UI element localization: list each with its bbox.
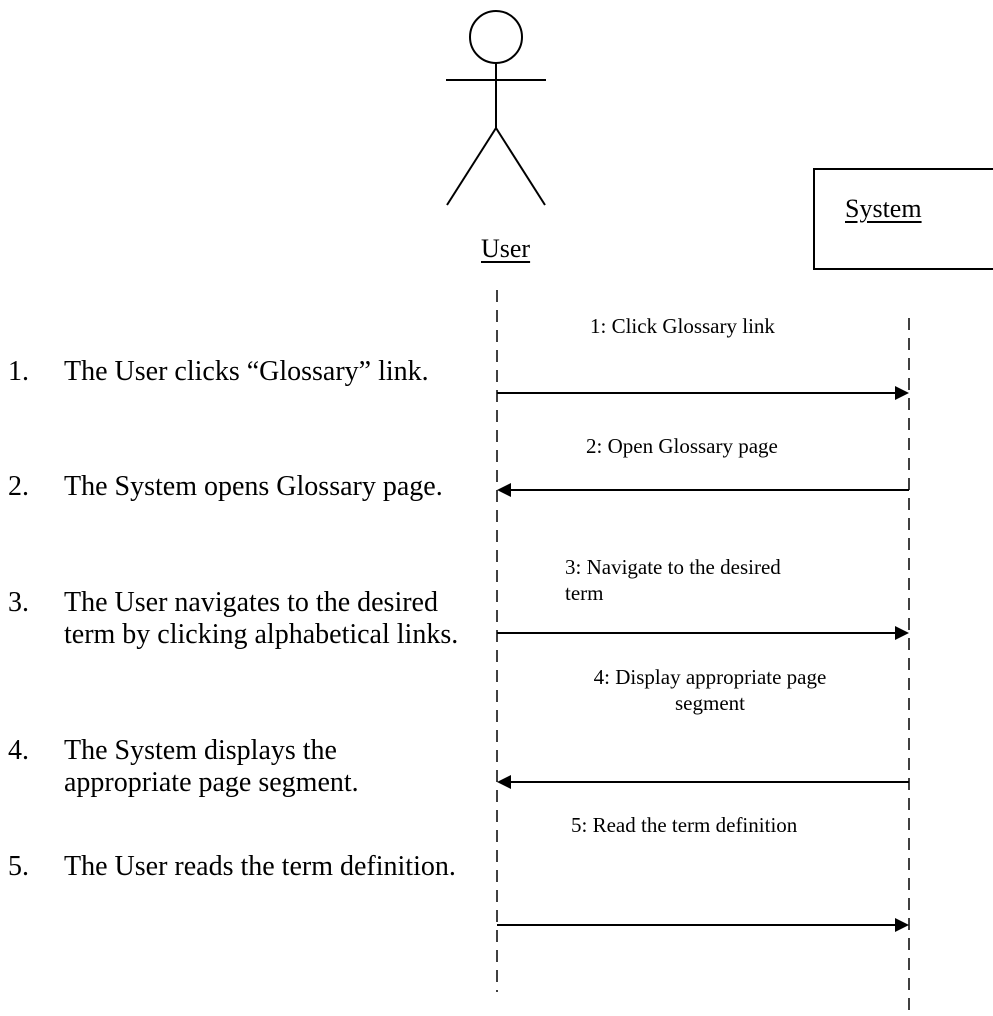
- step-number: 2.: [8, 471, 29, 502]
- arrowhead-icon: [895, 386, 909, 400]
- step-number: 1.: [8, 356, 29, 387]
- step-text: The User navigates to the desired term b…: [64, 587, 459, 650]
- message-arrows: [497, 386, 909, 932]
- step-text: The System displays the appropriate page…: [64, 735, 359, 798]
- message-3-label-line-2: term: [565, 581, 604, 605]
- message-1-label: 1: Click Glossary link: [590, 314, 775, 338]
- step-text: The System opens Glossary page.: [64, 471, 443, 502]
- message-1-arrow: [497, 386, 909, 400]
- step-number: 4.: [8, 735, 29, 766]
- user-actor-label: User: [481, 234, 531, 263]
- message-4-arrow: [497, 775, 909, 789]
- message-3-label-line-1: 3: Navigate to the desired: [565, 555, 781, 579]
- message-2-label: 2: Open Glossary page: [586, 434, 778, 458]
- user-actor-icon: [446, 10, 546, 206]
- step-text: The User clicks “Glossary” link.: [64, 356, 429, 387]
- actor-head: [469, 10, 523, 64]
- message-5-label: 5: Read the term definition: [571, 813, 798, 837]
- arrowhead-icon: [895, 918, 909, 932]
- step-text: The User reads the term definition.: [64, 851, 456, 882]
- arrowhead-icon: [895, 626, 909, 640]
- message-2-arrow: [497, 483, 909, 497]
- message-3-arrow: [497, 626, 909, 640]
- arrowhead-icon: [497, 483, 511, 497]
- actor-left-leg: [446, 127, 497, 206]
- step-number: 3.: [8, 587, 29, 618]
- step-number: 5.: [8, 851, 29, 882]
- system-participant-label: System: [845, 194, 922, 223]
- message-4-label-line-2: segment: [675, 691, 745, 715]
- actor-right-leg: [495, 127, 546, 206]
- system-participant-box: [813, 168, 993, 270]
- message-4-label-line-1: 4: Display appropriate page: [593, 665, 827, 689]
- arrowhead-icon: [497, 775, 511, 789]
- message-5-arrow: [497, 918, 909, 932]
